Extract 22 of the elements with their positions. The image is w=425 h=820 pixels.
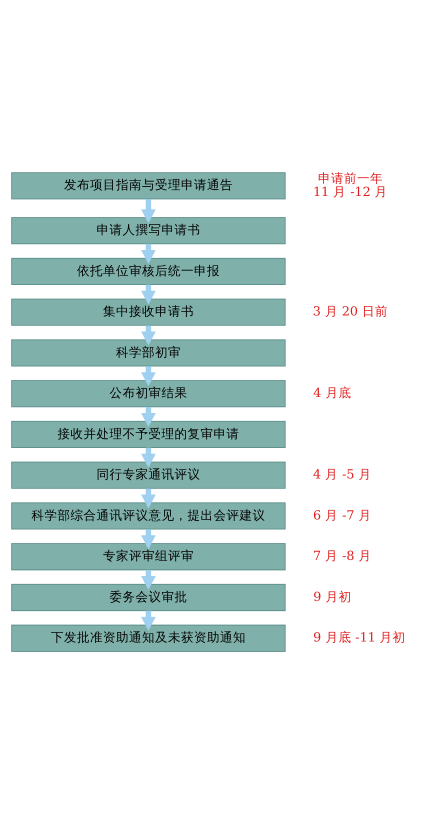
node-box: 下发批准资助通知及未获资助通知 [11, 624, 286, 652]
arrow [141, 199, 156, 224]
node-label: 9 月底 -11 月初 [313, 630, 406, 645]
node-box: 科学部综合通讯评议意见，提出会评建议 [11, 502, 286, 530]
node-label: 6 月 -7 月 [312, 507, 372, 522]
node-box: 申请人撰写申请书 [11, 217, 286, 244]
node-label: 4 月底 [313, 385, 352, 400]
node-box: 委务会议审批 [11, 584, 286, 612]
node-label: 3 月 20 日前 [312, 304, 388, 319]
node-label: 9 月初 [313, 588, 352, 604]
node-box: 科学部初审 [11, 339, 286, 367]
node-box: 公布初审结果 [11, 380, 286, 408]
node-box: 依托单位审核后统一申报 [11, 258, 286, 285]
node-label: 申请前一年 [318, 170, 383, 186]
node-label: 11 月 -12 月 [313, 184, 388, 199]
node-box: 发布项目指南与受理申请通告 [11, 172, 286, 200]
node-label: 7 月 -8 月 [312, 548, 372, 564]
node-box: 同行专家通讯评议 [11, 462, 286, 489]
node-box: 集中接收申请书 [11, 298, 286, 326]
node-box: 接收并处理不予受理的复审申请 [11, 420, 286, 448]
node-box: 专家评审组评审 [11, 543, 286, 570]
node-label: 4 月 -5 月 [312, 466, 372, 482]
